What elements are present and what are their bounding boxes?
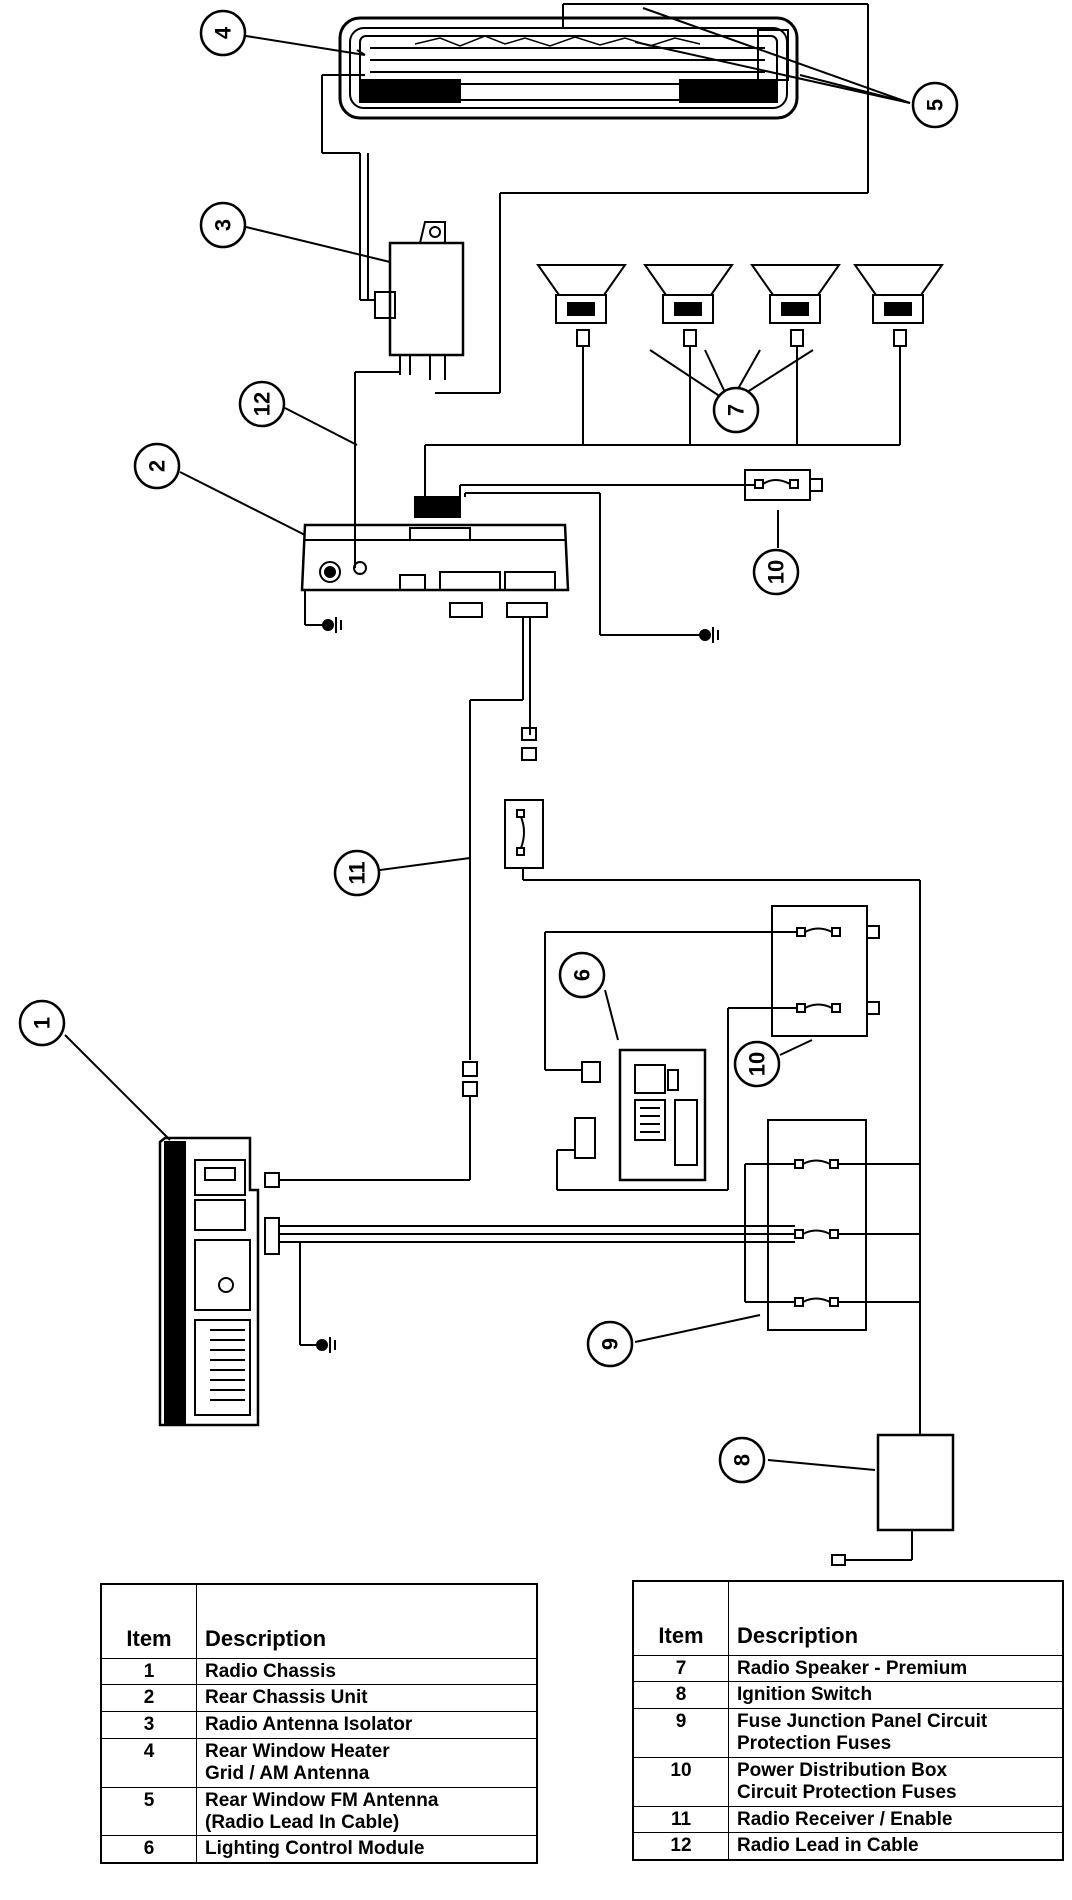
legend-row: 12 Radio Lead in Cable — [632, 1832, 1064, 1861]
legend-description: Lighting Control Module — [196, 1835, 538, 1864]
legend-row: 2 Rear Chassis Unit — [100, 1684, 538, 1713]
legend-description: Radio Lead in Cable — [728, 1832, 1064, 1861]
callout-6-label: 6 — [570, 969, 595, 981]
legend-row: 11 Radio Receiver / Enable — [632, 1805, 1064, 1834]
legend-description-line: Rear Chassis Unit — [205, 1687, 368, 1709]
callout-5-label: 5 — [923, 99, 948, 111]
callout-5 — [911, 81, 959, 129]
legend-right-item-header: Item — [632, 1580, 729, 1656]
callout-10-lower — [733, 1040, 781, 1088]
callout-7 — [712, 386, 760, 434]
callout-12-label: 12 — [250, 392, 275, 416]
callout-leaders — [64, 7, 911, 1471]
legend-right-description-header: Description — [728, 1580, 1064, 1656]
legend-description: Rear Chassis Unit — [196, 1684, 538, 1713]
legend-description: Rear Window FM Antenna(Radio Lead In Cab… — [196, 1786, 538, 1837]
callout-4-label: 4 — [211, 26, 236, 39]
callout-12 — [238, 380, 286, 428]
legend-left-item-header: Item — [100, 1583, 197, 1659]
speaker-group — [424, 264, 944, 500]
legend-description-line: Circuit Protection Fuses — [737, 1781, 957, 1803]
legend-description: Ignition Switch — [728, 1681, 1064, 1710]
callout-1-label: 1 — [30, 1017, 55, 1029]
legend-description-line: Radio Speaker - Premium — [737, 1657, 968, 1679]
legend-item-number: 10 — [632, 1756, 729, 1807]
legend-description-line: Radio Lead in Cable — [737, 1835, 919, 1857]
legend-description-line: Ignition Switch — [737, 1684, 873, 1706]
callout-8 — [718, 1436, 766, 1484]
rear-window-antenna — [338, 3, 869, 394]
callout-9 — [586, 1320, 634, 1368]
legend-row: 3 Radio Antenna Isolator — [100, 1711, 538, 1740]
rear-chassis-unit — [300, 484, 755, 643]
legend-item-number: 5 — [100, 1786, 197, 1837]
legend-left-description-header: Description — [196, 1583, 538, 1659]
legend-table-right: Item Description 7 Radio Speaker - Premi… — [632, 1580, 1064, 1862]
legend-description: Radio Speaker - Premium — [728, 1654, 1064, 1683]
legend-description-line: Grid / AM Antenna — [205, 1762, 370, 1784]
legend-item-number: 11 — [632, 1805, 729, 1834]
legend-description-line: Radio Antenna Isolator — [205, 1714, 413, 1736]
callout-1 — [18, 999, 66, 1047]
legend-description-line: Power Distribution Box — [737, 1759, 948, 1781]
callout-7-label: 7 — [724, 404, 749, 416]
legend-item-number: 1 — [100, 1657, 197, 1686]
callout-4 — [199, 9, 247, 57]
legend-row: 7 Radio Speaker - Premium — [632, 1654, 1064, 1683]
callout-10-upper — [752, 548, 800, 596]
callout-2-label: 2 — [145, 460, 170, 472]
legend-description-line: Radio Receiver / Enable — [737, 1808, 953, 1830]
legend-row: 6 Lighting Control Module — [100, 1835, 538, 1864]
legend-row: 1 Radio Chassis — [100, 1657, 538, 1686]
legend-item-number: 2 — [100, 1684, 197, 1713]
legend-item-number: 7 — [632, 1654, 729, 1683]
legend-description-line: Radio Chassis — [205, 1660, 336, 1682]
legend-row: 8 Ignition Switch — [632, 1681, 1064, 1710]
callout-8-label: 8 — [730, 1454, 755, 1466]
callout-11 — [333, 849, 381, 897]
legend-description-line: Lighting Control Module — [205, 1838, 425, 1860]
radio-chassis — [158, 1136, 336, 1427]
legend-table-left: Item Description 1 Radio Chassis 2 Rear … — [100, 1583, 538, 1865]
callout-3-label: 3 — [211, 219, 236, 231]
callout-labels: 4 5 3 12 2 7 10 11 6 10 1 9 8 — [30, 26, 948, 1466]
legend-description-line: Rear Window Heater — [205, 1741, 390, 1763]
legend-item-number: 6 — [100, 1835, 197, 1864]
legend-description-line: Protection Fuses — [737, 1733, 892, 1755]
power-distribution-fuse-upper — [744, 469, 823, 501]
lighting-control-module — [557, 1048, 707, 1182]
ignition-switch — [831, 1433, 955, 1566]
legend-description-line: Fuse Junction Panel Circuit — [737, 1711, 988, 1733]
legend-description-line: (Radio Lead In Cable) — [205, 1811, 400, 1833]
callout-10-lower-label: 10 — [745, 1052, 770, 1076]
callout-6 — [558, 951, 606, 999]
callout-2 — [133, 442, 181, 490]
legend-description: Radio Chassis — [196, 1657, 538, 1686]
legend-description: Radio Receiver / Enable — [728, 1805, 1064, 1834]
legend-description: Radio Antenna Isolator — [196, 1711, 538, 1740]
fuse-junction-panel — [280, 1119, 920, 1331]
antenna-isolator — [354, 221, 465, 568]
callout-10-upper-label: 10 — [764, 560, 789, 584]
legend-item-number: 3 — [100, 1711, 197, 1740]
power-distribution-box — [544, 905, 880, 1191]
legend-item-number: 4 — [100, 1738, 197, 1788]
legend-item-number: 12 — [632, 1832, 729, 1861]
legend-row: 5 Rear Window FM Antenna(Radio Lead In C… — [100, 1786, 538, 1837]
callout-3 — [199, 201, 247, 249]
legend-item-number: 8 — [632, 1681, 729, 1710]
legend-description-line: Rear Window FM Antenna — [205, 1789, 439, 1811]
legend-item-number: 9 — [632, 1708, 729, 1758]
callout-11-label: 11 — [345, 861, 370, 884]
callout-9-label: 9 — [598, 1338, 623, 1350]
callout-circles — [18, 9, 959, 1484]
